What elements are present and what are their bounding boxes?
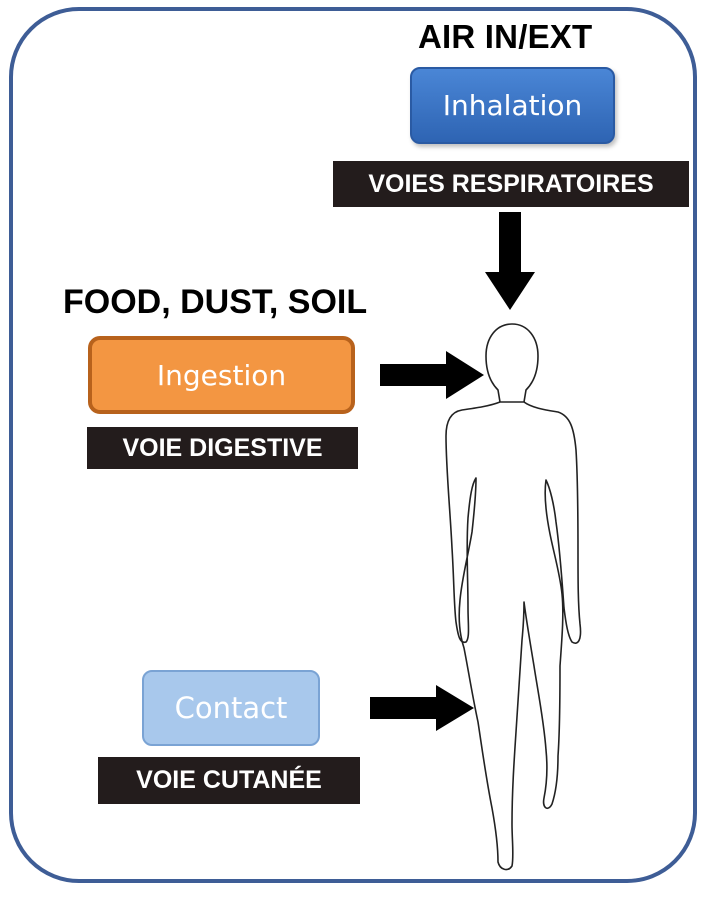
food-source-label: FOOD, DUST, SOIL: [63, 283, 367, 322]
digestive-pathway-label: VOIE DIGESTIVE: [87, 427, 358, 469]
air-source-label: AIR IN/EXT: [418, 18, 592, 56]
respiratory-pathway-label: VOIES RESPIRATOIRES: [333, 161, 689, 207]
human-silhouette-icon: [420, 318, 600, 878]
inhalation-box: Inhalation: [410, 67, 615, 144]
arrow-down-icon: [485, 212, 535, 310]
contact-box: Contact: [142, 670, 320, 746]
cutaneous-pathway-label: VOIE CUTANÉE: [98, 757, 360, 804]
ingestion-box: Ingestion: [88, 336, 355, 414]
